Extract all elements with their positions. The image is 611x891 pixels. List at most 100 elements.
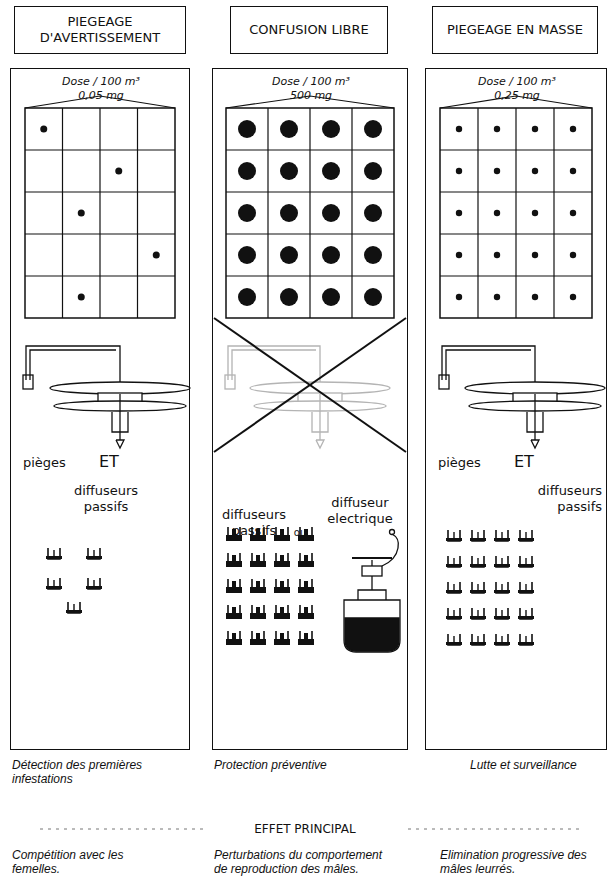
- grid: [226, 96, 394, 318]
- dot: [238, 204, 256, 222]
- dot: [115, 168, 122, 175]
- dot: [532, 168, 538, 174]
- grid: [25, 96, 175, 318]
- passive-diffuser: [226, 579, 242, 593]
- panel-text: ET: [99, 452, 139, 472]
- passive-diffuser: [446, 530, 462, 541]
- passive-diffuser: [518, 634, 534, 645]
- electric-diffuser: [344, 530, 400, 653]
- dot: [494, 294, 500, 300]
- grid: [440, 96, 592, 318]
- panel-text: ET: [514, 452, 554, 472]
- passive-diffuser: [446, 556, 462, 567]
- dot: [238, 246, 256, 264]
- dot: [238, 162, 256, 180]
- method-title: PIEGEAGE EN MASSE: [441, 22, 589, 38]
- dot: [280, 288, 298, 306]
- passive-diffuser: [298, 553, 314, 567]
- passive-diffuser: [226, 605, 242, 619]
- dot: [456, 126, 462, 132]
- panel-text: diffuseurs passifs: [66, 483, 146, 516]
- panel-text: 500 mg: [261, 89, 361, 103]
- dot: [364, 120, 382, 138]
- dot: [280, 120, 298, 138]
- dot: [494, 210, 500, 216]
- panel-text: Dose / 100 m³: [51, 75, 151, 89]
- panel-text: pièges: [438, 455, 498, 471]
- passive-diffuser: [446, 582, 462, 593]
- cross: [214, 318, 406, 452]
- passive-diffuser: [86, 548, 102, 559]
- dot: [280, 204, 298, 222]
- passive-diffuser: [250, 553, 266, 567]
- cross: [214, 318, 406, 452]
- title-box: PIEGEAGE EN MASSE: [432, 6, 598, 54]
- dot: [78, 294, 85, 301]
- dot: [456, 252, 462, 258]
- passive-diffuser: [274, 631, 290, 645]
- passive-diffuser: [494, 530, 510, 541]
- dot: [238, 120, 256, 138]
- passive-diffuser: [494, 608, 510, 619]
- passive-diffuser: [470, 556, 486, 567]
- method-panel: Dose / 100 m³0,05 mg pièges ET diffuseurs p…: [10, 68, 190, 750]
- dot: [322, 246, 340, 264]
- dot: [456, 294, 462, 300]
- method-title: CONFUSION LIBRE: [243, 22, 374, 38]
- dot: [322, 120, 340, 138]
- caption-note: Elimination progressive des mâles leurré…: [440, 848, 605, 877]
- passive-diffuser: [274, 605, 290, 619]
- dot: [570, 168, 576, 174]
- dot: [364, 162, 382, 180]
- dot: [40, 126, 47, 133]
- passive-diffuser: [470, 582, 486, 593]
- caption-note: Détection des premières infestations: [12, 758, 162, 787]
- dot: [322, 162, 340, 180]
- passive-diffuser: [46, 548, 62, 559]
- dot: [322, 288, 340, 306]
- panel-text: diffuseurs passifs: [217, 507, 291, 540]
- panel-text: 0,05 mg: [51, 89, 151, 103]
- passive-diffuser: [66, 602, 82, 613]
- panel-text: ou: [289, 527, 311, 540]
- dot: [153, 252, 160, 259]
- passive-diffuser: [298, 605, 314, 619]
- passive-diffuser: [494, 634, 510, 645]
- dot: [238, 288, 256, 306]
- dot: [532, 126, 538, 132]
- dot: [532, 294, 538, 300]
- dot: [456, 168, 462, 174]
- method-panel: Dose / 100 m³0,25 mgpiègesETdiffuseurs p…: [425, 68, 607, 750]
- dot: [364, 288, 382, 306]
- passive-diffuser: [86, 578, 102, 589]
- passive-diffuser: [250, 631, 266, 645]
- dot: [456, 210, 462, 216]
- caption-note: Protection préventive: [214, 758, 374, 772]
- panel-text: pièges: [23, 455, 83, 471]
- dot: [532, 252, 538, 258]
- trap: [23, 346, 190, 448]
- caption-note: Compétition avec les femelles.: [12, 848, 172, 877]
- dot: [494, 252, 500, 258]
- dot: [494, 126, 500, 132]
- panel-text: Dose / 100 m³: [261, 75, 361, 89]
- passive-diffuser: [518, 608, 534, 619]
- passive-diffuser: [226, 631, 242, 645]
- dot: [570, 126, 576, 132]
- passive-diffuser: [274, 579, 290, 593]
- method-title: PIEGEAGE D'AVERTISSEMENT: [15, 14, 185, 47]
- section-heading: EFFET PRINCIPAL: [205, 822, 405, 836]
- dot: [78, 210, 85, 217]
- passive-diffuser: [470, 634, 486, 645]
- title-box: PIEGEAGE D'AVERTISSEMENT: [14, 6, 186, 54]
- dot: [280, 246, 298, 264]
- dot: [280, 162, 298, 180]
- passive-diffuser: [250, 605, 266, 619]
- method-panel: Dose / 100 m³500 mgdiffuseurs passifsoud…: [212, 68, 408, 750]
- passive-diffuser: [470, 608, 486, 619]
- trap: [439, 346, 605, 448]
- caption-note: Perturbations du comportement de reprodu…: [214, 848, 389, 877]
- title-box: CONFUSION LIBRE: [230, 6, 388, 54]
- dot: [532, 210, 538, 216]
